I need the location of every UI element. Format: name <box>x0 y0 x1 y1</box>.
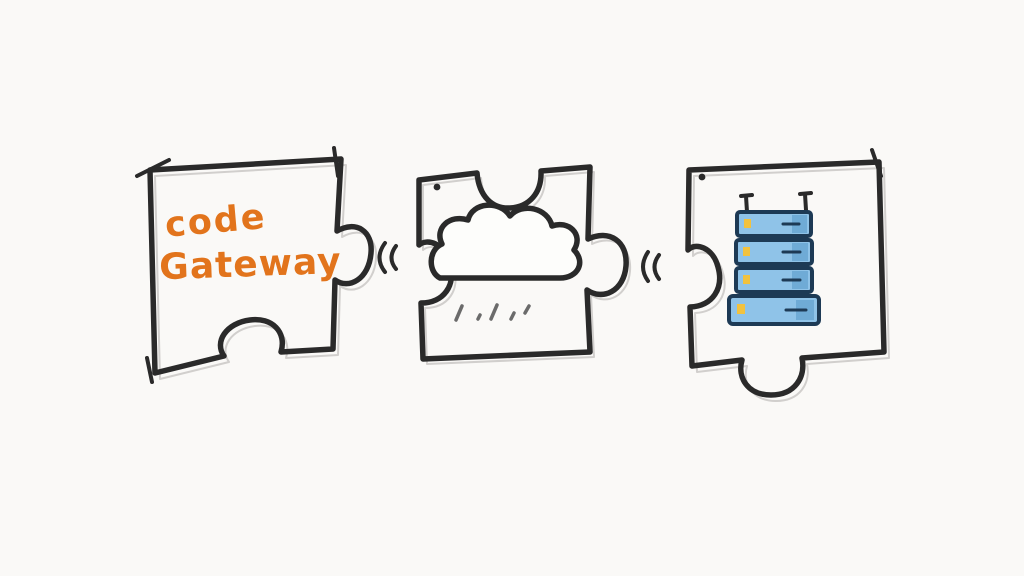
rain-marks-icon <box>454 303 531 322</box>
code-gateway-label: code Gateway <box>156 193 350 290</box>
connector-marks-left <box>377 241 398 274</box>
cloud-icon <box>428 202 583 281</box>
corner-overshoot <box>145 356 154 384</box>
label-line-2: Gateway <box>158 240 343 289</box>
sketch-dot <box>433 183 441 191</box>
puzzle-piece-left <box>135 146 374 384</box>
puzzle-piece-middle <box>416 164 629 362</box>
puzzle-piece-right <box>685 148 887 398</box>
corner-overshoot <box>870 148 883 178</box>
puzzle-piece-left-outline <box>147 156 374 376</box>
server-stack-icon <box>727 191 821 326</box>
corner-overshoot <box>332 146 340 178</box>
sketch-dot <box>698 173 706 181</box>
connector-marks-right <box>641 250 661 283</box>
puzzle-piece-right-outline <box>685 159 887 398</box>
corner-overshoot <box>135 158 171 178</box>
